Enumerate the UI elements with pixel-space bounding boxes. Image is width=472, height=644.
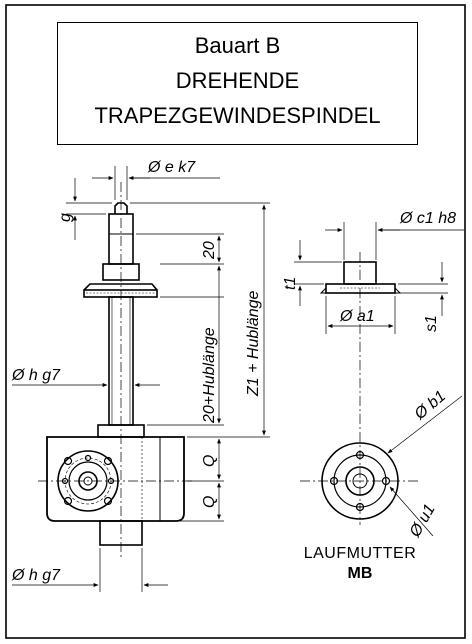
sheet-border	[5, 4, 466, 639]
spindle-dimensions	[12, 166, 270, 592]
dim-h-g7-bottom: Ø h g7	[11, 567, 61, 584]
dim-20-hublaenge: 20+Hublänge	[201, 327, 218, 424]
dim-e-k7: Ø e k7	[147, 159, 196, 176]
dim-c1-h8: Ø c1 h8	[399, 210, 456, 227]
dim-s1: s1	[423, 315, 440, 332]
title-line-2: DREHENDE	[175, 68, 300, 93]
spindle-dimension-labels: Ø e k7 g 20 20+Hublänge Z1 + Hublänge Ø …	[11, 159, 262, 584]
nut-dimensions	[294, 222, 464, 537]
dim-q-bottom: Q	[201, 496, 218, 508]
dim-t1: t1	[282, 277, 299, 290]
dim-z1-hublaenge: Z1 + Hublänge	[245, 290, 262, 397]
nut-flange	[325, 283, 396, 294]
gearbox-housing	[46, 436, 185, 522]
dim-u1: Ø u1	[406, 501, 439, 540]
drive-flange	[57, 450, 119, 512]
title-line-1: Bauart B	[194, 33, 281, 58]
spindle-top-journal	[114, 202, 128, 214]
spindle-flange	[83, 289, 158, 298]
spindle-hub	[102, 263, 140, 281]
nut-caption-name: LAUFMUTTER	[304, 545, 417, 562]
dim-20: 20	[201, 241, 218, 260]
nut-view	[300, 252, 420, 525]
nut-caption: LAUFMUTTER MB	[304, 545, 417, 582]
dim-q-top: Q	[201, 455, 218, 467]
spindle-view	[38, 182, 194, 560]
title-line-3: TRAPEZGEWINDESPINDEL	[94, 103, 381, 128]
nut-outer-circle	[321, 442, 399, 520]
dim-g: g	[57, 213, 74, 222]
dim-a1: Ø a1	[339, 308, 375, 325]
dim-b1: Ø b1	[411, 388, 449, 424]
nut-caption-code: MB	[348, 565, 373, 582]
spindle-bottom-journal	[99, 520, 143, 546]
dim-h-g7-top: Ø h g7	[11, 367, 61, 384]
title-box: Bauart B DREHENDE TRAPEZGEWINDESPINDEL	[57, 22, 418, 145]
